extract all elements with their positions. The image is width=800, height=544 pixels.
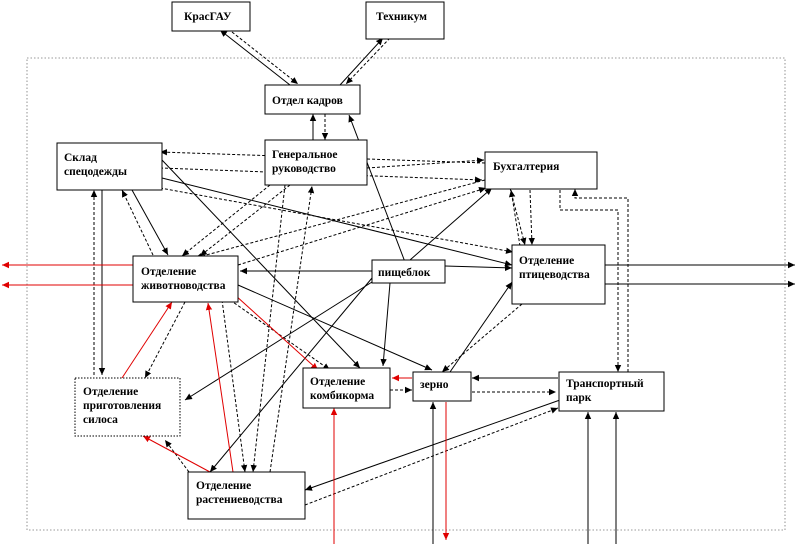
edge <box>121 189 154 256</box>
node-otdel-kadrov[interactable]: Отдел кадров <box>264 84 361 115</box>
edge <box>449 281 513 373</box>
node-label-line2: животноводства <box>141 280 226 292</box>
edge <box>366 157 485 169</box>
node-label-line1: Генеральное <box>272 149 338 161</box>
edge <box>219 29 291 86</box>
edge <box>269 185 315 473</box>
node-label: КрасГАУ <box>184 11 232 23</box>
red-edge <box>121 301 173 379</box>
edge <box>144 301 186 379</box>
edge <box>231 31 299 85</box>
node-krasgau[interactable]: КрасГАУ <box>171 1 251 32</box>
node-buhgalteria[interactable]: Бухгалтерия <box>484 151 598 190</box>
node-label-line1: Отделение <box>83 386 138 398</box>
edge <box>559 190 622 372</box>
node-label-line2: приготовления <box>83 400 161 412</box>
edge <box>181 184 271 257</box>
node-label: зерно <box>420 379 449 391</box>
edge <box>508 189 521 247</box>
edge <box>237 187 487 266</box>
edge <box>348 114 406 263</box>
node-label-line1: Транспортный <box>566 378 644 390</box>
node-silos[interactable]: Отделение приготовления силоса <box>74 377 181 437</box>
node-pishcheblok[interactable]: пищеблок <box>371 259 446 284</box>
edge <box>304 407 559 506</box>
node-label: Отдел кадров <box>272 95 343 107</box>
node-label-line1: Отделение <box>141 266 196 278</box>
connections <box>1 29 795 544</box>
node-transport[interactable]: Транспортный парк <box>558 371 665 412</box>
edge <box>221 299 248 473</box>
node-label-line2: комбикорма <box>310 390 374 402</box>
edge <box>250 184 286 473</box>
red-edge <box>234 294 319 371</box>
node-label-line1: Отделение <box>310 376 365 388</box>
edge <box>161 159 361 369</box>
node-label-line2: спецодежды <box>64 166 127 178</box>
edge <box>164 439 196 481</box>
node-label-line1: Склад <box>64 152 97 164</box>
node-rastenievodstvo[interactable]: Отделение растениеводства <box>187 471 306 520</box>
edge <box>131 189 169 256</box>
red-edge <box>142 435 211 473</box>
node-zhivotnovodstvo[interactable]: Отделение животноводства <box>132 255 239 303</box>
edge <box>199 184 291 257</box>
node-label-line2: птицеводства <box>519 269 590 281</box>
red-edge <box>205 302 234 473</box>
edge <box>194 179 486 260</box>
edge <box>184 281 373 401</box>
edge <box>345 37 391 85</box>
node-label: пищеблок <box>378 267 431 279</box>
node-label: Техникум <box>376 11 427 23</box>
node-label-line3: силоса <box>83 414 118 426</box>
node-technikum[interactable]: Техникум <box>365 1 445 40</box>
enterprise-boundary <box>26 57 786 531</box>
node-label-line2: растениеводства <box>196 494 283 506</box>
node-zerno[interactable]: зерно <box>412 371 472 402</box>
node-label-line1: Отделение <box>519 255 574 267</box>
edge <box>237 284 433 371</box>
node-sklad-specodezhdy[interactable]: Склад спецодежды <box>56 142 163 191</box>
node-label-line2: руководство <box>272 163 336 175</box>
edge <box>161 177 513 267</box>
node-label: Бухгалтерия <box>493 161 559 173</box>
edge <box>571 189 629 372</box>
edge <box>441 303 523 373</box>
edge <box>209 277 373 473</box>
edge <box>339 37 384 86</box>
node-label-line2: парк <box>566 392 592 404</box>
edge <box>380 282 391 367</box>
node-ptitsevodstvo[interactable]: Отделение птицеводства <box>511 244 606 305</box>
edge <box>528 189 535 246</box>
node-kombikorm[interactable]: Отделение комбикорма <box>302 367 391 409</box>
edge <box>444 264 513 271</box>
edge <box>409 187 493 261</box>
edge <box>159 187 514 254</box>
node-gen-rukovodstvo[interactable]: Генеральное руководство <box>264 139 368 186</box>
node-label-line1: Отделение <box>196 480 251 492</box>
